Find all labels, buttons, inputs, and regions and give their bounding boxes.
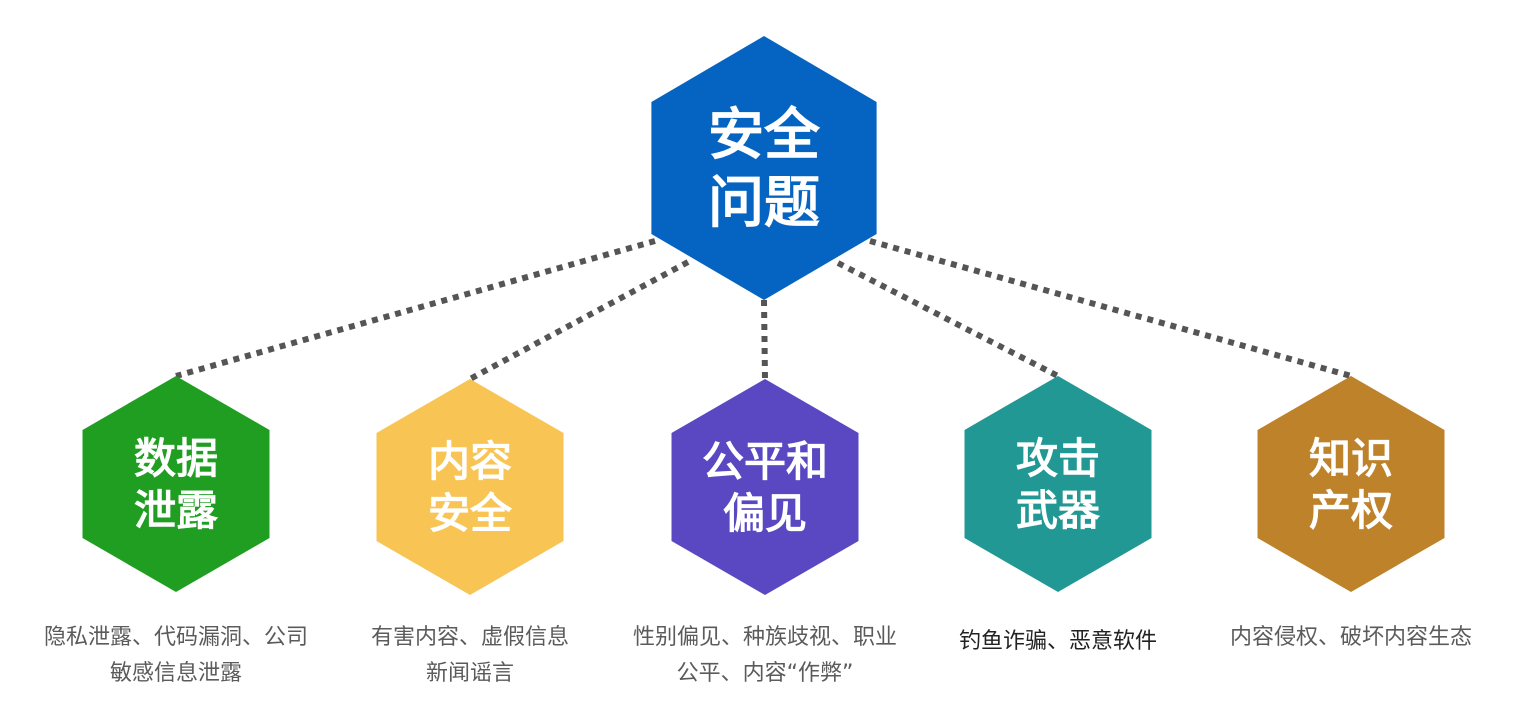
category-description-intellectual-property: 内容侵权、破坏内容生态 (1191, 620, 1511, 656)
description-line: 内容侵权、破坏内容生态 (1229, 625, 1472, 650)
description-line: 钓鱼诈骗、恶意软件 (958, 629, 1157, 654)
category-description-attack-weapons: 钓鱼诈骗、恶意软件 (898, 624, 1218, 660)
category-description-data-leak: 隐私泄露、代码漏洞、公司 敏感信息泄露 (16, 620, 336, 692)
category-label-line-1: 攻击 (1016, 434, 1100, 483)
category-node-content-safety: 内容 安全 (376, 379, 564, 595)
category-hexagon (1257, 376, 1445, 592)
category-description-fairness-bias: 性别偏见、种族歧视、职业 公平、内容“作弊” (605, 620, 925, 692)
category-label-line-2: 武器 (1016, 486, 1101, 535)
center-label-line-1: 安全 (708, 103, 821, 168)
connector-line (869, 238, 1352, 379)
description-line: 公平、内容“作弊” (676, 661, 854, 686)
category-node-intellectual-property: 知识 产权 (1257, 376, 1445, 592)
connector-line (836, 260, 1060, 379)
category-hexagon (964, 376, 1152, 592)
description-line: 敏感信息泄露 (109, 661, 242, 686)
category-label-line-2: 偏见 (723, 489, 807, 538)
category-label-line-1: 知识 (1309, 434, 1393, 483)
category-description-content-safety: 有害内容、虚假信息 新闻谣言 (310, 620, 630, 692)
category-hexagon (671, 379, 859, 595)
category-label-line-2: 安全 (428, 489, 513, 538)
connector-line (761, 299, 768, 380)
category-label-line-2: 产权 (1309, 486, 1393, 535)
center-hexagon (651, 36, 877, 300)
category-node-data-leak: 数据 泄露 (82, 376, 270, 592)
description-line: 有害内容、虚假信息 (370, 625, 569, 650)
connector-line (175, 238, 656, 379)
connectors (175, 238, 1352, 382)
category-label-line-1: 内容 (428, 437, 512, 486)
category-hexagon (82, 376, 270, 592)
category-node-fairness-bias: 公平和 偏见 (671, 379, 859, 595)
center-label-line-2: 问题 (708, 171, 820, 236)
center-node-safety-issues: 安全 问题 (651, 36, 877, 300)
category-label-line-1: 数据 (134, 434, 218, 483)
category-label-line-2: 泄露 (134, 486, 219, 535)
connector-line (468, 259, 690, 382)
description-line: 性别偏见、种族歧视、职业 (632, 625, 897, 650)
description-line: 隐私泄露、代码漏洞、公司 (43, 625, 308, 650)
category-node-attack-weapons: 攻击 武器 (964, 376, 1152, 592)
category-label-line-1: 公平和 (702, 437, 828, 486)
description-line: 新闻谣言 (425, 661, 514, 686)
category-hexagon (376, 379, 564, 595)
